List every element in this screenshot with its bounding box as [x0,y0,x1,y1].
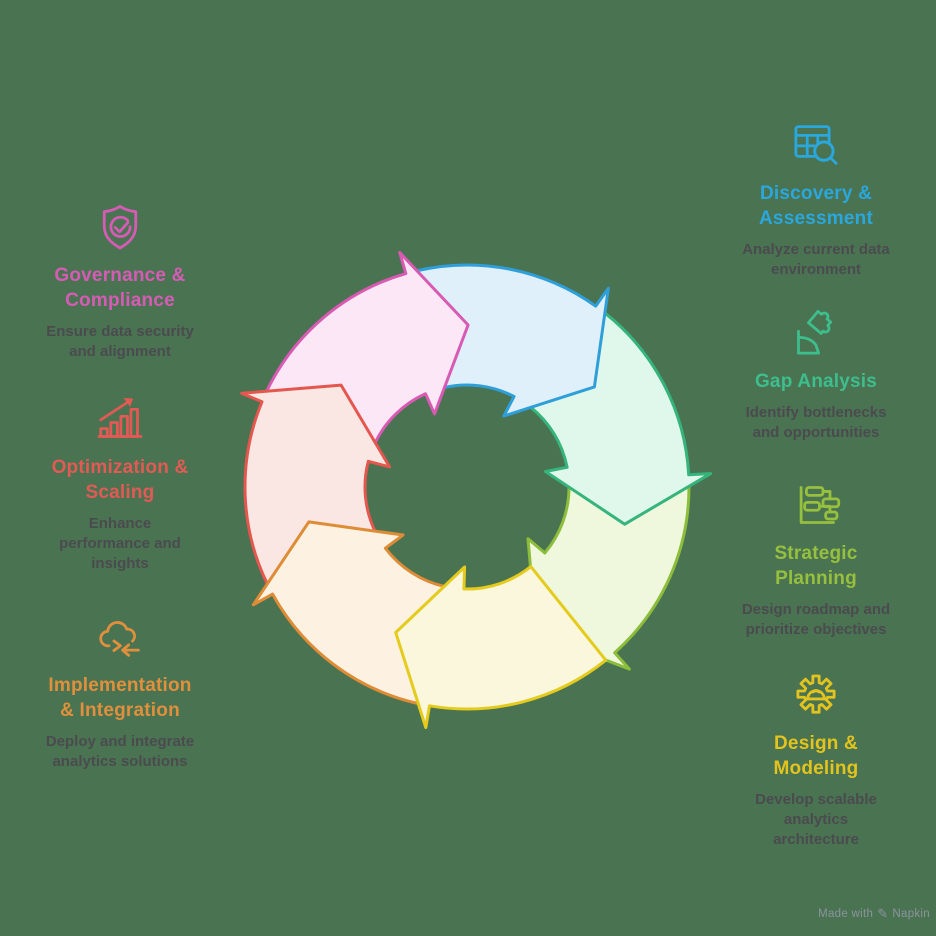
napkin-pen-icon: ✎ [877,906,889,921]
stage-subtitle: Enhance performance and insights [59,515,181,572]
stage-strategic-planning: Strategic Planning Design roadmap and pr… [718,476,914,640]
watermark-brand: Napkin [892,907,930,920]
stage-title: Optimization & Scaling [51,457,189,503]
cycle-arrow-discovery_assessment [415,263,610,418]
stage-title: Discovery & Assessment [759,183,873,229]
stage-implementation-integration: Implementation & Integration Deploy and … [22,608,218,772]
stage-title: Design & Modeling [773,733,859,779]
growth-chart-icon [22,390,218,448]
stage-title: Governance & Compliance [54,265,186,311]
cycle-arrow-design_modeling [394,565,608,729]
stage-subtitle: Identify bottlenecks and opportunities [745,404,887,441]
stage-subtitle: Design roadmap and prioritize objectives [741,601,891,638]
stage-discovery-assessment: Discovery & Assessment Analyze current d… [718,116,914,280]
cycle-arrow-implementation_integration [251,520,447,706]
gear-hardhat-icon [718,666,914,724]
stage-governance-compliance: Governance & Compliance Ensure data secu… [22,198,218,362]
stage-design-modeling: Design & Modeling Develop scalable analy… [718,666,914,850]
roadmap-gantt-icon [718,476,914,534]
stage-title: Implementation & Integration [48,675,192,721]
stage-title: Strategic Planning [774,543,858,589]
stage-title: Gap Analysis [754,371,878,392]
puzzle-piece-icon [718,304,914,362]
stage-subtitle: Develop scalable analytics architecture [755,791,877,848]
stage-gap-analysis: Gap Analysis Identify bottlenecks and op… [718,304,914,443]
stage-optimization-scaling: Optimization & Scaling Enhance performan… [22,390,218,574]
cloud-sync-icon [22,608,218,666]
watermark: Made with ✎ Napkin [818,907,930,920]
shield-check-icon [22,198,218,256]
stage-subtitle: Ensure data security and alignment [46,323,194,360]
stage-subtitle: Deploy and integrate analytics solutions [45,733,195,770]
watermark-prefix: Made with [818,907,874,920]
stage-subtitle: Analyze current data environment [742,241,890,278]
data-table-search-icon [718,116,914,174]
